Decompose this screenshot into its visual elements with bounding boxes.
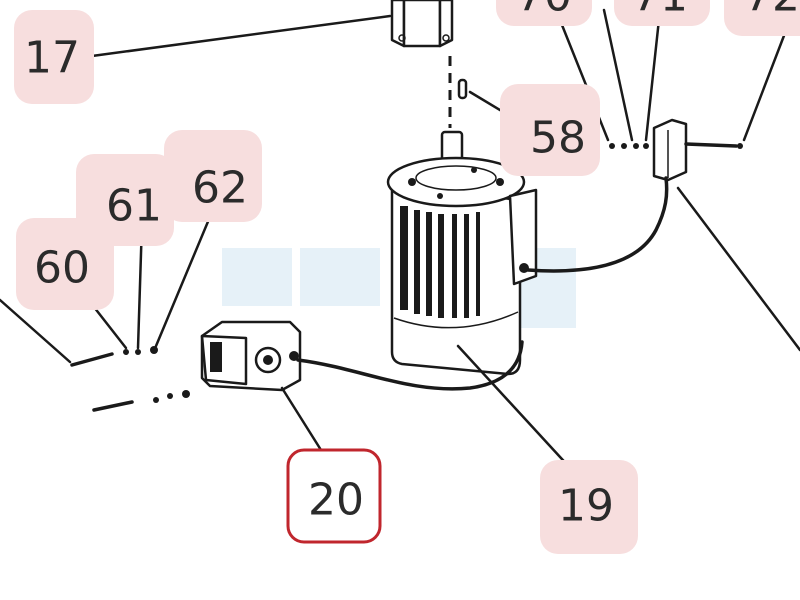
- callout-60[interactable]: 60: [16, 218, 114, 310]
- leader-17: [90, 14, 392, 58]
- part-17-bracket[interactable]: [390, 0, 454, 48]
- callout-20-text: 20: [308, 475, 364, 526]
- controlbox-to-motor-cable: [296, 340, 524, 391]
- callout-58[interactable]: 58: [500, 84, 600, 176]
- callout-60-text: 60: [34, 243, 90, 294]
- callout-62[interactable]: 62: [164, 130, 262, 222]
- callout-70-text: 70: [516, 0, 572, 22]
- callout-17-text: 17: [24, 33, 80, 84]
- callout-72[interactable]: 72: [724, 0, 800, 36]
- motor-fins: [400, 206, 480, 318]
- leader-switch-right: [676, 186, 800, 352]
- callout-71[interactable]: 71: [614, 0, 710, 26]
- callout-72-text: 72: [744, 0, 800, 22]
- callout-19-text: 19: [558, 481, 614, 532]
- part-switch-box[interactable]: [609, 118, 743, 182]
- leader-60-left: [0, 298, 72, 364]
- callout-17[interactable]: 17: [14, 10, 94, 104]
- callout-70[interactable]: 70: [496, 0, 592, 26]
- callout-19[interactable]: 19: [540, 460, 638, 554]
- callout-58-text: 58: [530, 113, 586, 164]
- part-60-screws[interactable]: [70, 346, 190, 412]
- leader-62: [154, 210, 214, 348]
- leader-19: [456, 344, 574, 472]
- callout-61-text: 61: [106, 181, 162, 232]
- part-20-control-box[interactable]: [200, 320, 302, 392]
- leader-72: [742, 18, 792, 142]
- part-58-key[interactable]: [457, 78, 468, 100]
- callout-71-text: 71: [632, 0, 688, 22]
- motor-to-switch-cable: [526, 176, 669, 273]
- callout-20-selected[interactable]: 20: [286, 448, 382, 544]
- callout-62-text: 62: [192, 163, 248, 214]
- leader-71a: [602, 8, 634, 142]
- leader-71b: [644, 8, 662, 142]
- leader-20: [280, 386, 328, 460]
